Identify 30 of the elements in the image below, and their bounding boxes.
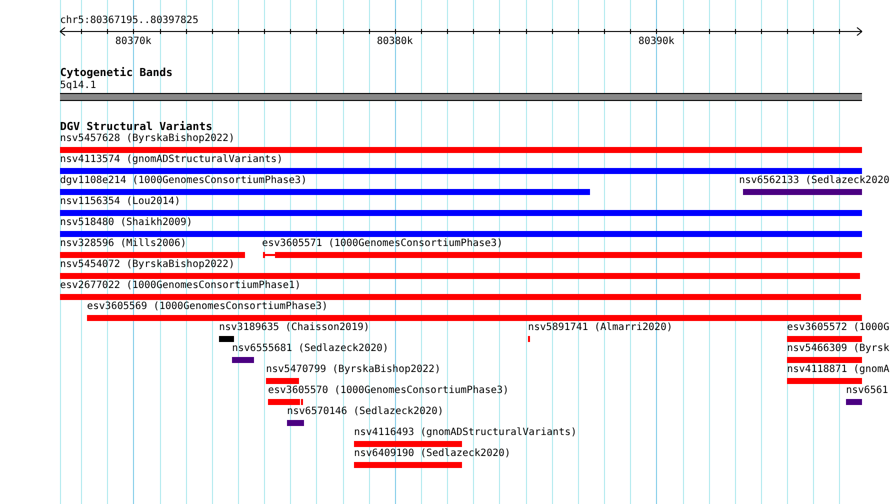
variant-label: esv2677022 (1000GenomesConsortiumPhase1) (60, 280, 301, 292)
variant-label: esv3605569 (1000GenomesConsortiumPhase3) (87, 301, 328, 313)
coordinate-range-title: chr5:80367195..80397825 (60, 15, 198, 27)
variant-label: nsv5457628 (ByrskaBishop2022) (60, 133, 235, 145)
variant-label: nsv1156354 (Lou2014) (60, 196, 180, 208)
variant-label: nsv6561 (846, 385, 888, 397)
variant-label: nsv6409190 (Sedlazeck2020) (354, 448, 511, 460)
tick-label: 80390k (638, 36, 674, 48)
track-heading: Cytogenetic Bands (60, 67, 173, 79)
band-label: 5q14.1 (60, 80, 96, 92)
variant-label: nsv4113574 (gnomADStructuralVariants) (60, 154, 283, 166)
track-heading: DGV Structural Variants (60, 121, 212, 133)
tick-label: 80370k (115, 36, 152, 48)
tick-label: 80380k (376, 36, 413, 48)
variant-label: esv3605570 (1000GenomesConsortiumPhase3) (268, 385, 509, 397)
variant-label: nsv6562133 (Sedlazeck2020 (739, 175, 890, 187)
variant-label: nsv5470799 (ByrskaBishop2022) (266, 364, 441, 376)
variant-label: nsv518480 (Shaikh2009) (60, 217, 192, 229)
variant-label: nsv5454072 (ByrskaBishop2022) (60, 259, 235, 271)
variant-label: dgv1108e214 (1000GenomesConsortiumPhase3) (60, 175, 307, 187)
variant-label: nsv5891741 (Almarri2020) (528, 322, 672, 334)
variant-label: nsv4118871 (gnomA (787, 364, 890, 376)
variant-label: nsv5466309 (Byrsk (787, 343, 890, 355)
variant-label: nsv6555681 (Sedlazeck2020) (232, 343, 389, 355)
variant-label: nsv3189635 (Chaisson2019) (219, 322, 370, 334)
variant-label: nsv6570146 (Sedlazeck2020) (287, 406, 444, 418)
variant-label: nsv328596 (Mills2006) (60, 238, 186, 250)
variant-label: esv3605572 (1000G (787, 322, 890, 334)
variant-label: nsv4116493 (gnomADStructuralVariants) (354, 427, 577, 439)
variant-label: esv3605571 (1000GenomesConsortiumPhase3) (262, 238, 503, 250)
